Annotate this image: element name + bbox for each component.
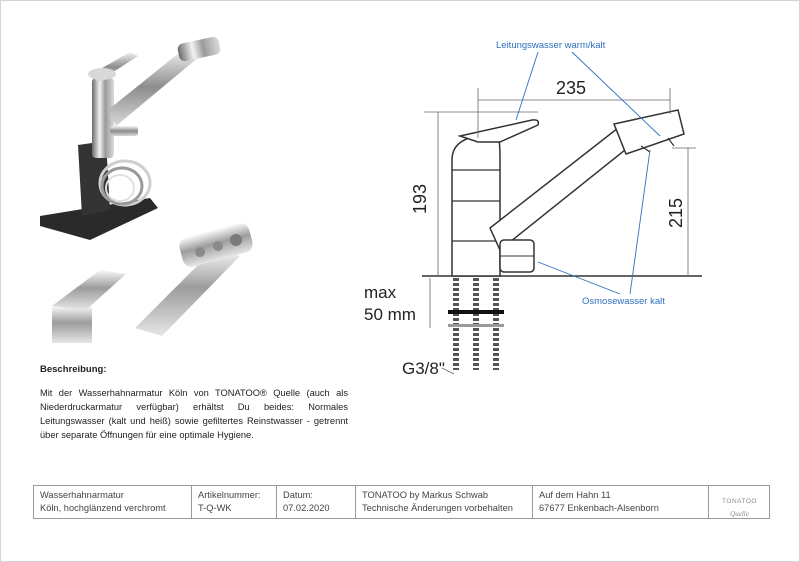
footer-logo: TONATOO Quelle (709, 486, 769, 518)
footer-info-block: Wasserhahnarmatur Köln, hochglänzend ver… (33, 485, 770, 519)
footer-address: Auf dem Hahn 11 67677 Enkenbach-Alsenbor… (533, 486, 709, 518)
logo-name: TONATOO (722, 498, 757, 505)
max-value: 50 mm (364, 305, 416, 324)
footer-company: TONATOO by Markus Schwab Technische Ände… (356, 486, 533, 518)
logo-sub: Quelle (730, 510, 749, 518)
callout-tap-water: Leitungswasser warm/kalt (496, 40, 606, 51)
dimension-height-right: 215 (666, 198, 686, 228)
product-photo-detail (52, 223, 253, 343)
description-text: Mit der Wasserhahnarmatur Köln von TONAT… (40, 388, 348, 440)
footer-date: Datum: 07.02.2020 (277, 486, 356, 518)
technical-drawing: 235 193 215 max 50 mm G3/8" Leitungswass… (364, 40, 702, 378)
footer-product: Wasserhahnarmatur Köln, hochglänzend ver… (34, 486, 192, 518)
description-heading: Beschreibung: (40, 364, 107, 375)
thread-label: G3/8" (402, 359, 445, 378)
dimension-height-left: 193 (410, 184, 430, 214)
max-label: max (364, 283, 397, 302)
callout-osmosis-water: Osmosewasser kalt (582, 296, 665, 307)
dimension-width: 235 (556, 78, 586, 98)
product-photo-faucet (40, 36, 221, 240)
footer-article: Artikelnummer: T-Q-WK (192, 486, 277, 518)
